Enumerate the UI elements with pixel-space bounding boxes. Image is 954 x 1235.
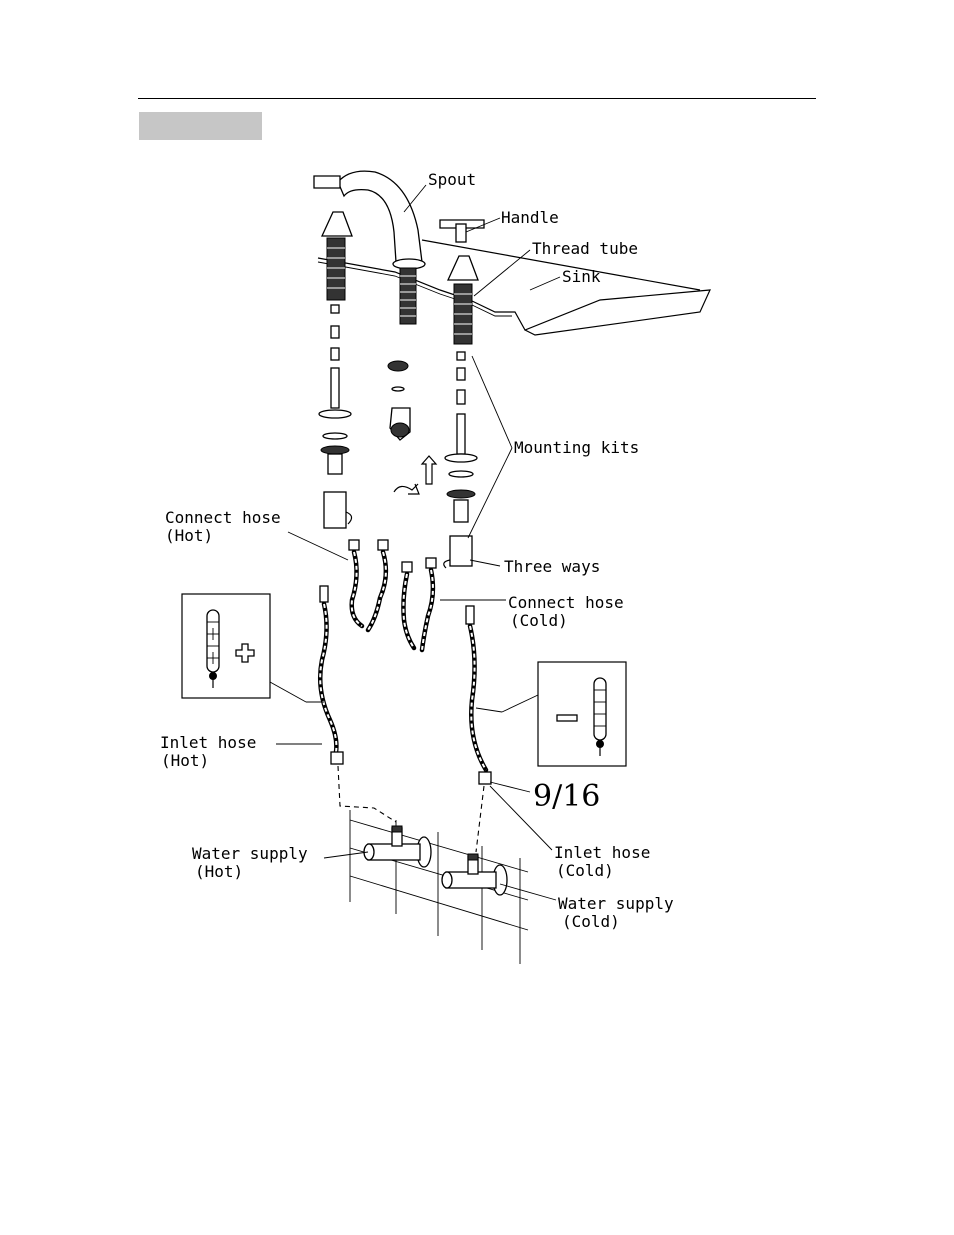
label-mounting-kits: Mounting kits: [514, 438, 639, 457]
label-water-supply-hot: Water supply: [192, 844, 308, 863]
label-water-supply-cold-sub: (Cold): [562, 912, 620, 931]
label-inlet-hose-hot: Inlet hose: [160, 733, 256, 752]
minus-icon: [556, 714, 578, 722]
cold-supply-path: [475, 785, 485, 853]
label-connect-hose-cold-sub: (Cold): [510, 611, 568, 630]
label-connect-hose-hot: Connect hose: [165, 508, 281, 527]
header-rule: [138, 98, 816, 99]
label-water-supply-cold: Water supply: [558, 894, 674, 913]
label-connect-hose-hot-sub: (Hot): [165, 526, 213, 545]
label-wrench-size: 9/16: [533, 779, 600, 814]
label-inlet-hose-cold-sub: (Cold): [556, 861, 614, 880]
hot-supply-path: [337, 765, 397, 823]
label-thread-tube: Thread tube: [532, 239, 638, 258]
label-water-supply-hot-sub: (Hot): [195, 862, 243, 881]
water-supply-valve-cold: [441, 853, 508, 896]
water-supply-valve-hot: [363, 825, 432, 868]
center-spout-kit: [387, 360, 438, 495]
inlet-hose-hot: [318, 585, 344, 765]
left-handle-stack: [318, 211, 353, 529]
cold-indicator-box: [537, 661, 627, 767]
section-tab: [139, 112, 262, 140]
hot-indicator-box: [181, 593, 271, 699]
leader-lines: [269, 184, 561, 901]
label-connect-hose-cold: Connect hose: [508, 593, 624, 612]
label-inlet-hose-cold: Inlet hose: [554, 843, 650, 862]
spout-body: [313, 170, 426, 325]
inlet-hose-cold: [465, 605, 492, 785]
label-sink: Sink: [562, 267, 601, 286]
label-spout: Spout: [428, 170, 476, 189]
plus-icon: [235, 643, 255, 663]
label-three-ways: Three ways: [504, 557, 600, 576]
label-handle: Handle: [501, 208, 559, 227]
label-inlet-hose-hot-sub: (Hot): [161, 751, 209, 770]
sink-deck: [317, 239, 711, 336]
connect-hoses: [348, 539, 437, 653]
right-handle-stack: [439, 219, 485, 569]
